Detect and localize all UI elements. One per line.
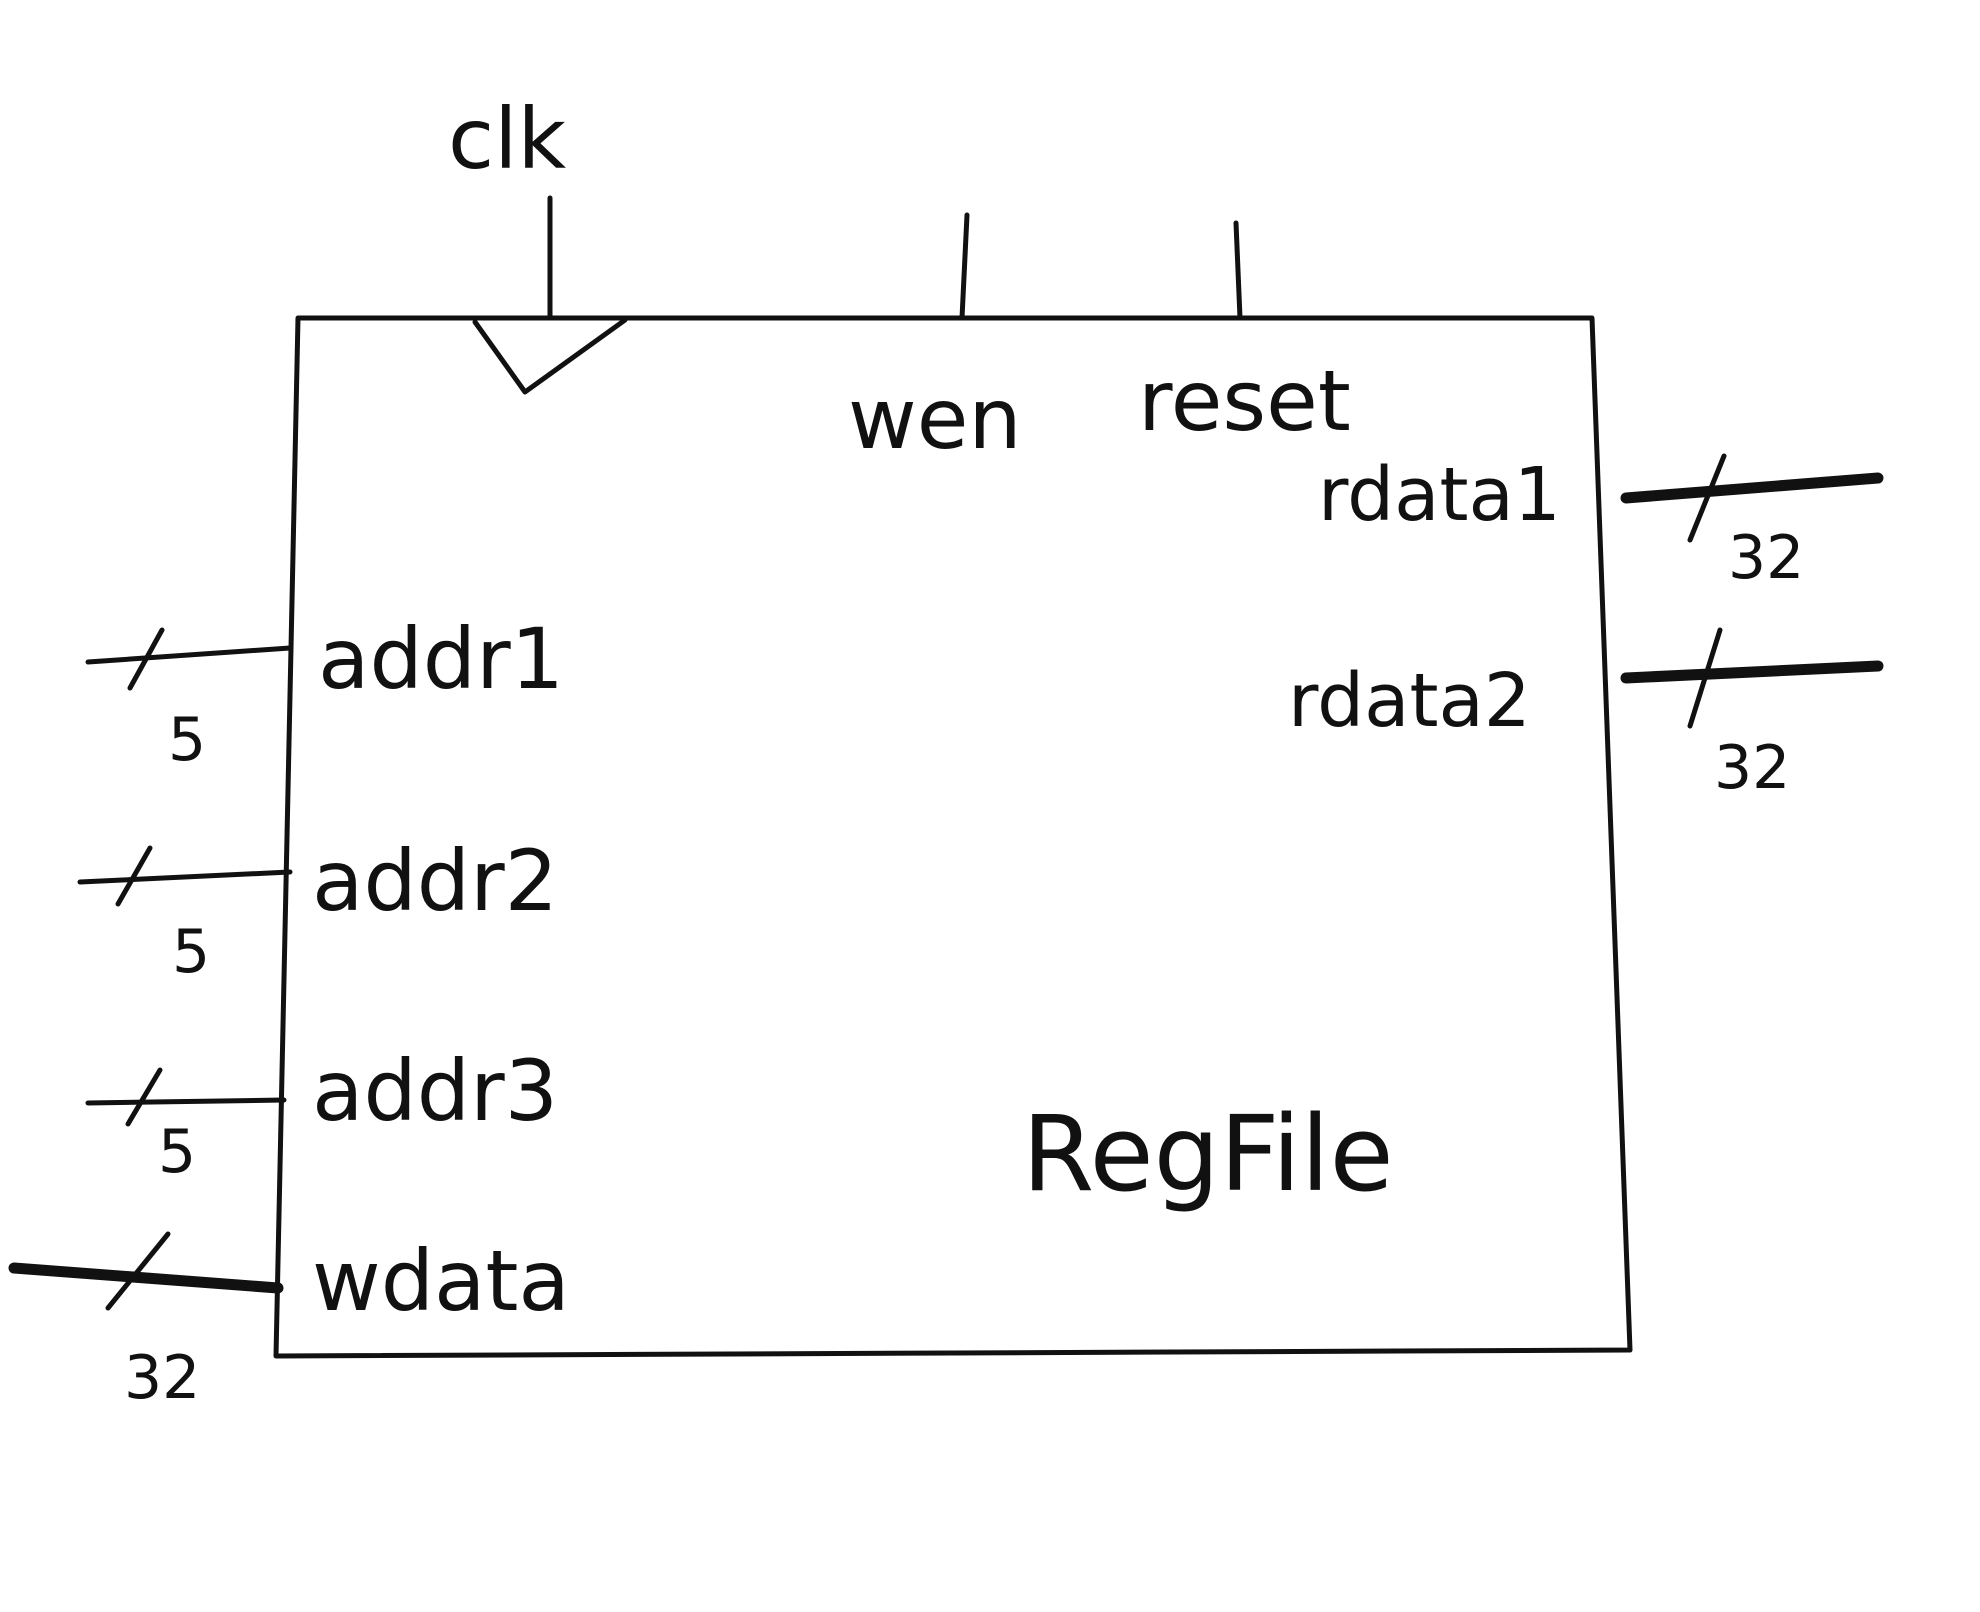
addr1-label: addr1 bbox=[318, 610, 564, 708]
clock-edge-triangle bbox=[472, 317, 628, 395]
addr3-bus-slash bbox=[125, 1067, 163, 1127]
addr1-bus bbox=[85, 645, 293, 665]
addr2-port: 5 addr2 bbox=[77, 832, 558, 987]
block-name: RegFile bbox=[1022, 1093, 1394, 1215]
wdata-width: 32 bbox=[124, 1343, 200, 1413]
addr1-port: 5 addr1 bbox=[85, 610, 564, 775]
addr2-bus bbox=[77, 869, 293, 885]
regfile-block-outline bbox=[273, 315, 1633, 1359]
addr2-width: 5 bbox=[172, 917, 210, 987]
rdata2-bus bbox=[1620, 660, 1884, 684]
rdata1-port: 32 rdata1 bbox=[1318, 452, 1884, 593]
rdata2-port: 32 rdata2 bbox=[1288, 627, 1884, 803]
addr1-width: 5 bbox=[168, 705, 206, 775]
rdata1-width: 32 bbox=[1728, 523, 1804, 593]
addr1-bus-slash bbox=[127, 627, 165, 691]
wen-label: wen bbox=[848, 370, 1022, 468]
addr3-label: addr3 bbox=[312, 1042, 558, 1140]
addr2-bus-slash bbox=[115, 845, 153, 907]
wdata-bus-slash bbox=[105, 1231, 171, 1311]
reset-wire bbox=[1233, 220, 1243, 321]
wdata-label: wdata bbox=[312, 1232, 570, 1330]
addr3-port: 5 addr3 bbox=[85, 1042, 558, 1187]
clk-label: clk bbox=[448, 90, 567, 188]
wen-wire bbox=[959, 212, 970, 321]
reset-label: reset bbox=[1138, 352, 1351, 450]
rdata1-label: rdata1 bbox=[1318, 452, 1561, 538]
wdata-port: 32 wdata bbox=[8, 1231, 570, 1413]
addr3-width: 5 bbox=[158, 1117, 196, 1187]
rdata2-bus-slash bbox=[1687, 627, 1723, 729]
rdata2-width: 32 bbox=[1714, 733, 1790, 803]
wdata-bus bbox=[8, 1262, 284, 1294]
rdata1-bus bbox=[1620, 472, 1884, 504]
addr2-label: addr2 bbox=[312, 832, 558, 930]
rdata1-bus-slash bbox=[1687, 453, 1727, 543]
rdata2-label: rdata2 bbox=[1288, 658, 1531, 744]
addr3-bus bbox=[85, 1097, 287, 1106]
